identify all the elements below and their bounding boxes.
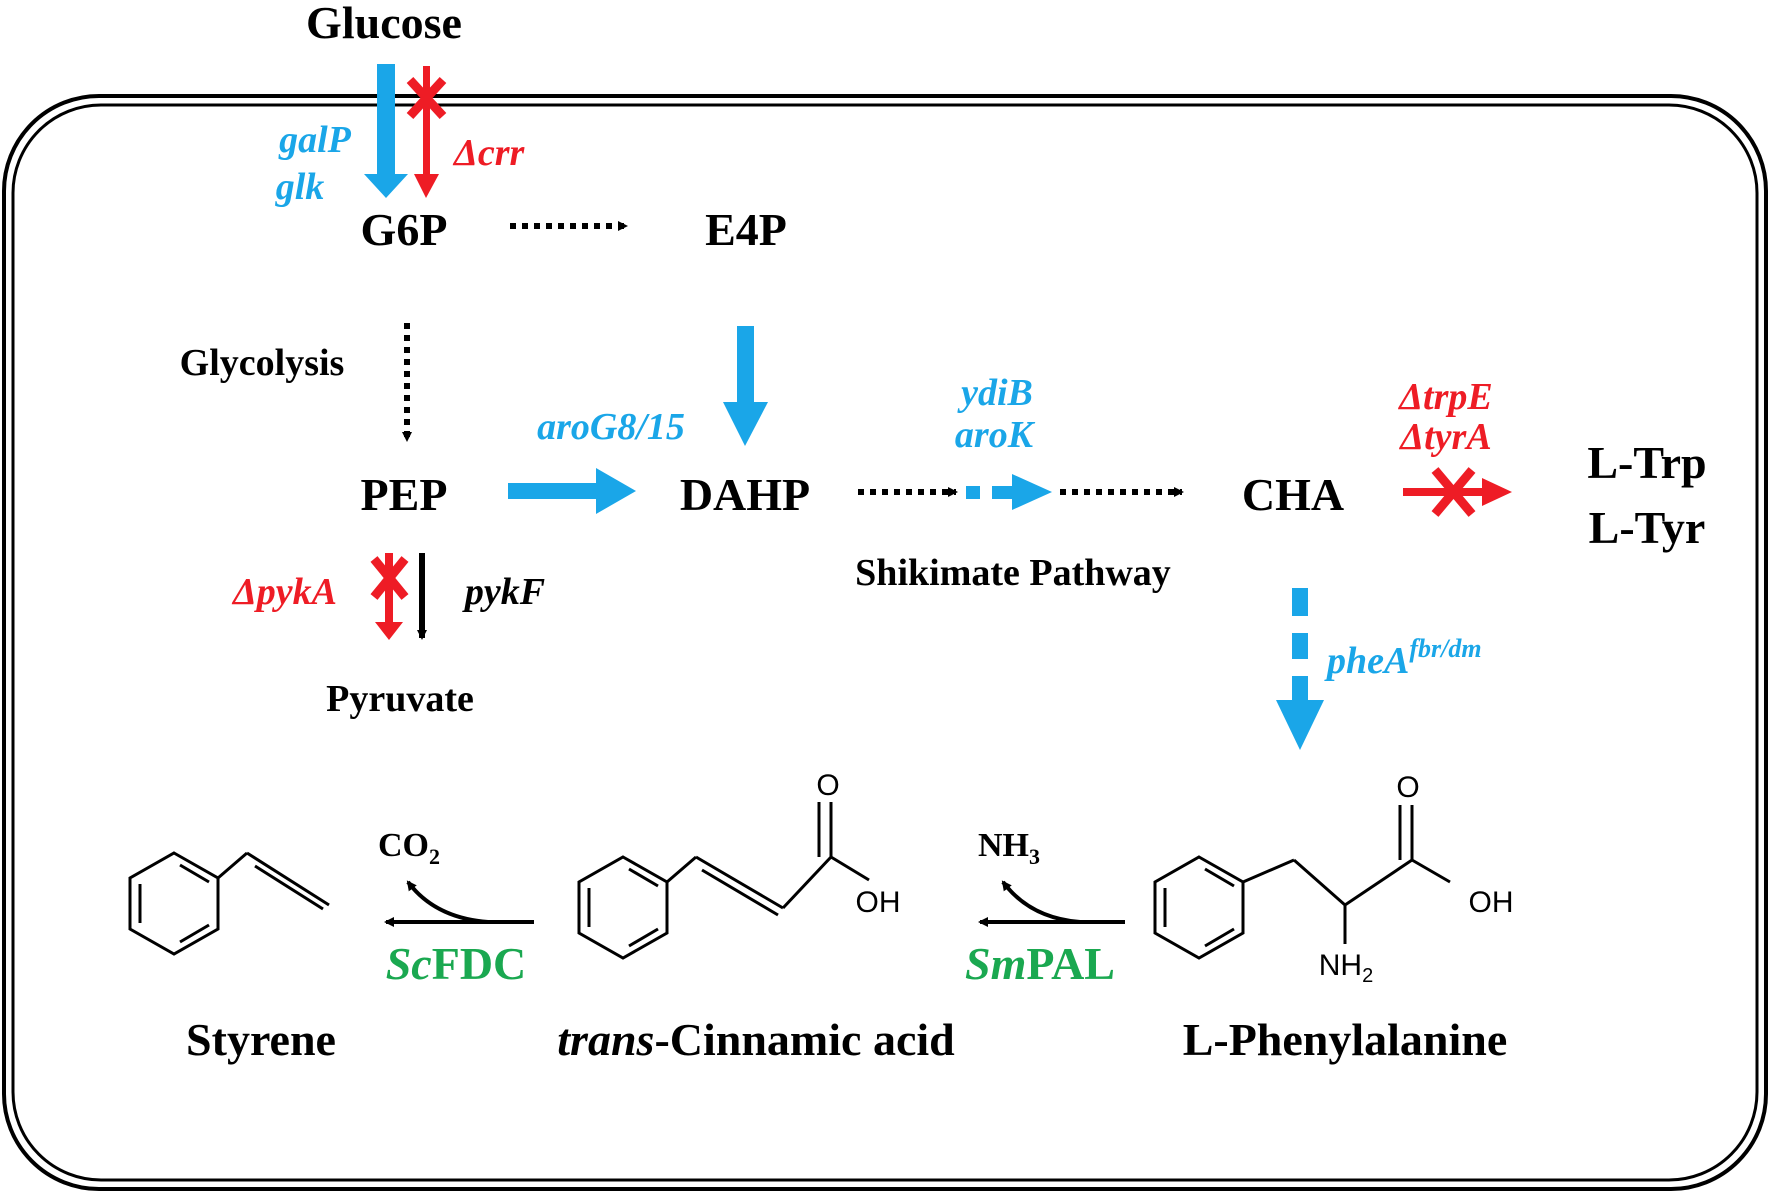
pep-to-dahp-arrow [508,468,636,514]
crr-arrow [414,66,439,198]
blocked-x-icon [406,76,447,120]
phea-gene-label: pheAfbr/dm [1324,634,1482,682]
co2-label: CO2 [378,827,440,869]
pal-reaction-arrow [978,880,1125,927]
galp-gene-label: galP [278,119,352,161]
phenylalanine-nh2-label: NH2 [1319,949,1373,987]
cinnamic-prefix: trans [557,1014,654,1065]
phea-arrow [1276,588,1324,750]
cinnamic-acid-label: trans-Cinnamic acid [557,1014,955,1065]
pyruvate-label: Pyruvate [326,678,474,720]
phenylalanine-label: L-Phenylalanine [1183,1014,1508,1065]
cell-membrane-inner [11,103,1759,1182]
pyka-blocked-x-icon [370,556,409,600]
cinnamic-o-label: O [816,769,839,802]
nh2-subscript: 2 [1362,965,1373,987]
tyra-gene-label: ΔtyrA [1398,416,1491,458]
co2-subscript: 2 [429,844,440,869]
cinnamic-rest: -Cinnamic acid [654,1014,955,1065]
cha-to-trp-tyr-arrow [1403,478,1512,506]
l-trp-label: L-Trp [1587,437,1706,488]
styrene-label: Styrene [186,1014,336,1065]
scfdc-prefix: Sc [386,938,432,989]
g6p-label: G6P [361,204,448,255]
glycolysis-label: Glycolysis [180,342,345,384]
phenylalanine-structure [1153,805,1451,960]
pep-label: PEP [361,469,448,520]
galp-glk-arrow [364,64,408,198]
smpal-rest: PAL [1026,938,1115,989]
smpal-enzyme-label: SmPAL [965,938,1115,989]
nh3-subscript: 3 [1029,844,1040,869]
smpal-prefix: Sm [965,938,1026,989]
arok-gene-label: aroK [955,414,1036,456]
trpe-gene-label: ΔtrpE [1397,376,1493,418]
cell-membrane-outer [2,94,1768,1191]
ydib-arok-arrow [966,474,1052,510]
l-tyr-label: L-Tyr [1589,502,1706,553]
cinnamic-oh-label: OH [856,886,901,919]
cha-label: CHA [1242,469,1344,520]
scfdc-rest: FDC [432,938,527,989]
co2-text: CO [378,827,429,864]
phea-gene-superscript: fbr/dm [1409,634,1481,663]
phea-gene-text: pheA [1324,640,1409,682]
e4p-label: E4P [705,204,787,255]
pykf-gene-label: pykF [462,571,545,613]
fdc-reaction-arrow [384,880,534,927]
pyka-gene-label: ΔpykA [231,571,337,613]
crr-gene-label: Δcrr [452,132,525,174]
glucose-label: Glucose [306,0,462,48]
arog-gene-label: aroG8/15 [537,406,685,448]
ydib-gene-label: ydiB [957,372,1033,414]
nh3-text: NH [978,827,1029,864]
cinnamic-acid-structure [577,802,870,960]
phenylalanine-o-label: O [1396,771,1419,804]
scfdc-enzyme-label: ScFDC [386,938,527,989]
pyka-arrow [375,553,403,640]
dahp-label: DAHP [680,469,810,520]
nh3-label: NH3 [978,827,1040,869]
nh2-text: NH [1319,949,1362,982]
glk-gene-label: glk [275,166,325,208]
e4p-to-dahp-arrow [723,326,768,446]
shikimate-pathway-label: Shikimate Pathway [855,552,1171,594]
styrene-structure [128,851,330,956]
trp-tyr-blocked-x-icon [1431,467,1476,517]
phenylalanine-oh-label: OH [1469,886,1514,919]
